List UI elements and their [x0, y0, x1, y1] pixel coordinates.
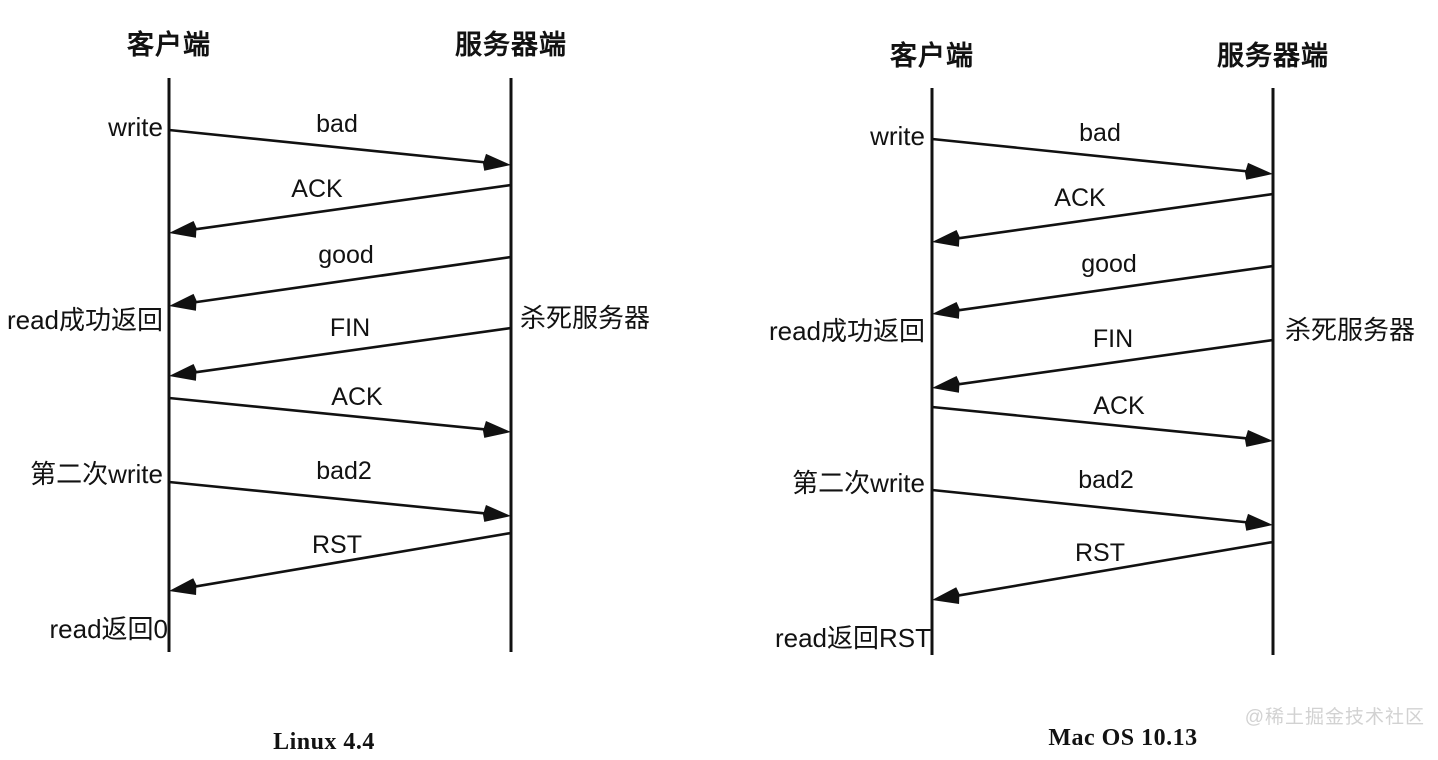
message-arrow-linux-ack-1: [169, 183, 512, 238]
message-arrow-macos-rst: [932, 540, 1274, 605]
message-label-macos-ack-2: ACK: [1093, 392, 1145, 420]
message-arrow-shaft-macos-bad: [931, 137, 1252, 174]
message-arrow-head-linux-fin: [169, 363, 197, 381]
diagram-caption-linux: Linux 4.4: [273, 729, 375, 755]
note-macos-kill-server: 杀死服务器: [1285, 315, 1416, 345]
message-label-linux-bad2: bad2: [316, 457, 372, 485]
message-arrow-head-macos-good: [932, 301, 960, 319]
message-arrow-head-macos-ack-1: [932, 229, 960, 247]
diagram-caption-macos: Mac OS 10.13: [1048, 725, 1198, 751]
message-arrow-shaft-macos-ack-2: [931, 405, 1252, 441]
message-arrow-macos-bad2: [931, 488, 1273, 531]
message-arrow-linux-ack-2: [168, 396, 511, 438]
message-arrow-linux-bad2: [168, 480, 511, 522]
message-arrow-shaft-macos-good: [953, 264, 1274, 313]
actor-label-linux-server: 服务器端: [455, 30, 567, 60]
note-linux-second-write: 第二次write: [30, 459, 163, 489]
message-arrow-linux-bad: [168, 128, 511, 171]
message-arrow-head-macos-ack-2: [1244, 429, 1273, 447]
message-label-linux-ack-1: ACK: [291, 175, 343, 203]
message-arrow-macos-bad: [931, 137, 1273, 180]
message-arrow-shaft-linux-ack-1: [190, 183, 512, 232]
message-arrow-shaft-macos-bad2: [931, 488, 1252, 525]
message-label-macos-fin: FIN: [1092, 325, 1134, 353]
message-label-linux-bad: bad: [316, 110, 358, 138]
message-label-macos-ack-1: ACK: [1054, 184, 1106, 212]
message-arrow-linux-good: [169, 255, 512, 311]
message-arrow-head-linux-ack-1: [169, 220, 197, 238]
message-arrow-head-linux-good: [169, 293, 197, 311]
message-arrow-head-linux-bad2: [482, 504, 511, 522]
note-macos-read-success-return: read成功返回: [768, 316, 925, 346]
message-arrow-head-linux-rst: [169, 578, 197, 596]
note-linux-read-success-return: read成功返回: [6, 305, 163, 335]
message-label-linux-rst: RST: [312, 531, 362, 559]
message-arrow-shaft-linux-fin: [190, 326, 512, 375]
note-macos-second-write: 第二次write: [792, 468, 925, 498]
message-arrow-shaft-linux-bad2: [168, 480, 490, 516]
message-arrow-macos-ack-2: [931, 405, 1273, 447]
message-arrow-head-macos-fin: [932, 375, 960, 393]
message-arrow-shaft-linux-ack-2: [168, 396, 490, 432]
message-arrow-shaft-linux-rst: [190, 531, 512, 589]
note-linux-read-returns-zero: read返回0: [49, 614, 169, 644]
actor-label-linux-client: 客户端: [127, 30, 211, 60]
note-linux-kill-server: 杀死服务器: [520, 303, 651, 333]
message-arrow-head-linux-bad: [482, 153, 511, 171]
message-arrow-shaft-linux-bad: [168, 128, 490, 165]
message-arrow-linux-fin: [169, 326, 512, 381]
message-arrow-linux-rst: [169, 531, 512, 596]
actor-label-macos-server: 服务器端: [1217, 41, 1329, 71]
watermark-text: @稀土掘金技术社区: [1244, 707, 1425, 728]
message-arrow-shaft-macos-rst: [953, 540, 1274, 598]
message-arrow-shaft-linux-good: [190, 255, 512, 305]
message-label-linux-ack-2: ACK: [331, 383, 383, 411]
note-linux-write: write: [108, 112, 163, 142]
message-arrow-shaft-macos-fin: [953, 338, 1274, 387]
message-arrow-head-macos-bad: [1244, 162, 1273, 180]
message-arrow-head-macos-rst: [932, 587, 960, 605]
message-arrow-macos-fin: [932, 338, 1274, 393]
message-arrow-head-linux-ack-2: [482, 420, 511, 438]
message-arrow-macos-ack-1: [932, 192, 1274, 247]
note-macos-read-returns-rst: read返回RST: [774, 623, 931, 653]
message-label-macos-bad: bad: [1079, 119, 1121, 147]
message-label-linux-fin: FIN: [329, 314, 371, 342]
message-arrow-head-macos-bad2: [1244, 513, 1273, 531]
message-label-macos-good: good: [1081, 250, 1137, 278]
message-label-macos-rst: RST: [1075, 539, 1125, 567]
message-label-linux-good: good: [318, 241, 374, 269]
note-macos-write: write: [870, 121, 925, 151]
message-arrow-shaft-macos-ack-1: [953, 192, 1274, 241]
message-label-macos-bad2: bad2: [1078, 466, 1134, 494]
actor-label-macos-client: 客户端: [890, 41, 974, 71]
message-arrow-macos-good: [932, 264, 1274, 319]
